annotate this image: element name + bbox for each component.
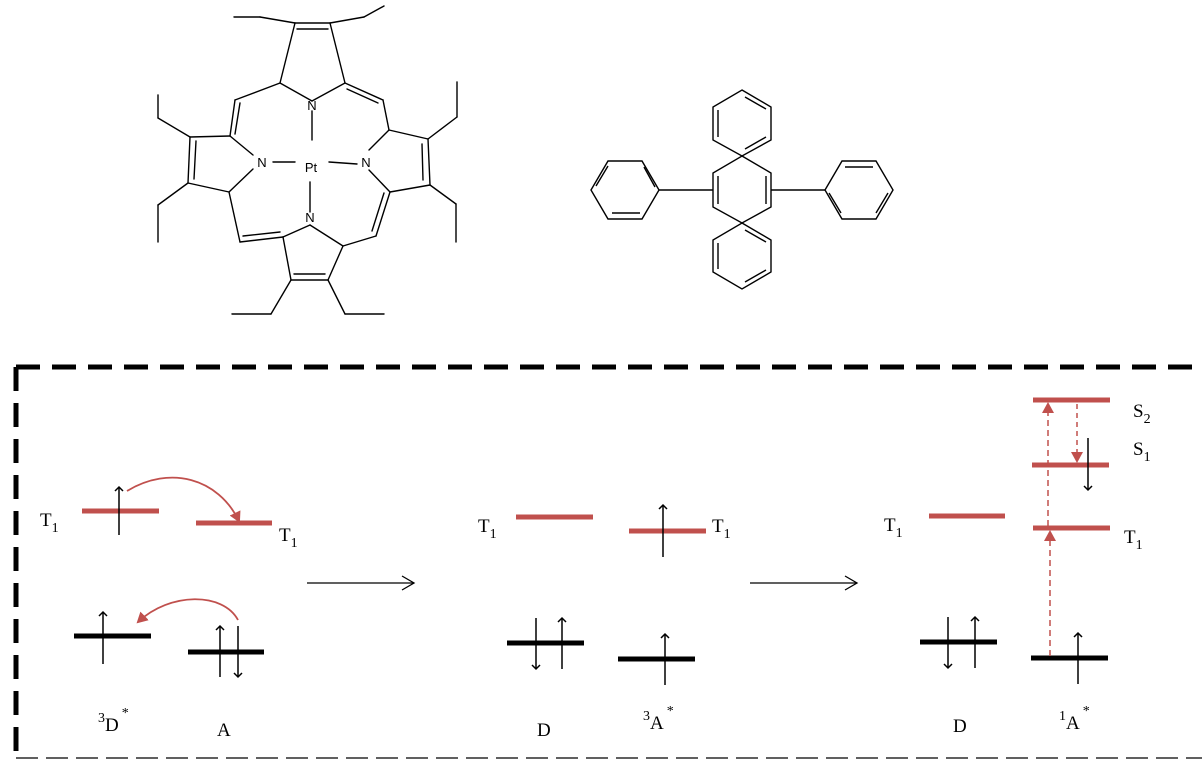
state-label: S2 [1133,401,1151,427]
porphyrin-nitrogen-top: N [307,98,316,113]
pt-porphyrin-structure [157,5,458,315]
state-label: T1 [478,516,497,542]
state-label: T1 [279,525,298,551]
porphyrin-metal-label: Pt [305,160,318,175]
state-label: T1 [1124,527,1143,553]
donor-3d-star-label: 3D* [98,706,129,736]
electron-back-transfer-arrow [136,598,239,624]
state-label: S1 [1133,439,1151,465]
porphyrin-nitrogen-bottom: N [305,210,314,225]
panel-2: T1 T1 D 3A* [478,503,731,741]
acceptor-1a-star-label: 1A* [1059,704,1090,734]
porphyrin-nitrogen-left: N [257,155,266,170]
porphyrin-nitrogen-right: N [361,155,370,170]
state-label: T1 [40,510,59,536]
dashed-frame [13,364,1202,760]
porphyrin-atom-labels: Pt N N N N [257,98,370,225]
donor-d-label: D [537,720,551,741]
panel-1: T1 T1 3D* A [40,476,298,741]
acceptor-a-label: A [217,720,231,741]
acceptor-3a-star-label: 3A* [643,704,674,734]
diphenylanthracene-structure [590,89,894,290]
panel-3: S2 S1 T1 T1 D 1A* [884,397,1151,737]
state-label: T1 [884,515,903,541]
donor-d-label: D [953,716,967,737]
state-label: T1 [712,516,731,542]
triplet-transfer-arrow [126,476,241,523]
